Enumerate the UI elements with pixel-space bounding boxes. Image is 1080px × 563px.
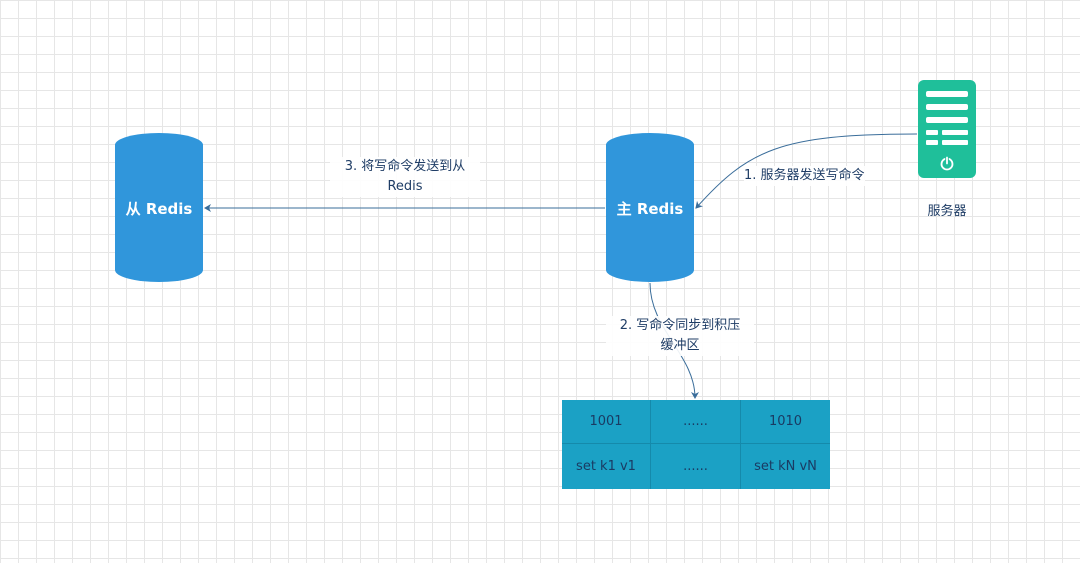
master-redis-database[interactable]	[606, 133, 694, 282]
edge-server-to-master	[695, 133, 918, 209]
master-redis-label: 主 Redis	[616, 200, 684, 218]
edge-label-line: 缓冲区	[660, 338, 700, 353]
buffer-cell: ......	[651, 444, 741, 489]
edge-label-master-to-buffer: 2. 写命令同步到积压 缓冲区	[606, 316, 754, 356]
buffer-cell: ......	[651, 400, 741, 444]
server-caption: 服务器	[927, 204, 967, 219]
server-icon[interactable]	[918, 80, 976, 178]
edge-label-line: 3. 将写命令发送到从	[344, 159, 466, 174]
backlog-buffer-table: 1001 ...... 1010 set k1 v1 ...... set kN…	[562, 400, 830, 489]
edge-label-text: 1. 服务器发送写命令	[744, 168, 865, 183]
buffer-cell: 1010	[741, 400, 830, 444]
edge-label-line: 2. 写命令同步到积压	[619, 318, 741, 333]
edge-label-server-to-master: 1. 服务器发送写命令	[744, 166, 865, 186]
edge-label-line: Redis	[387, 179, 423, 194]
buffer-cell: 1001	[562, 400, 651, 444]
slave-redis-database[interactable]	[115, 133, 203, 282]
buffer-cell: set k1 v1	[562, 444, 651, 489]
slave-redis-label: 从 Redis	[125, 200, 193, 218]
buffer-cell: set kN vN	[754, 459, 817, 474]
edge-label-master-to-slave: 3. 将写命令发送到从 Redis	[330, 157, 480, 197]
